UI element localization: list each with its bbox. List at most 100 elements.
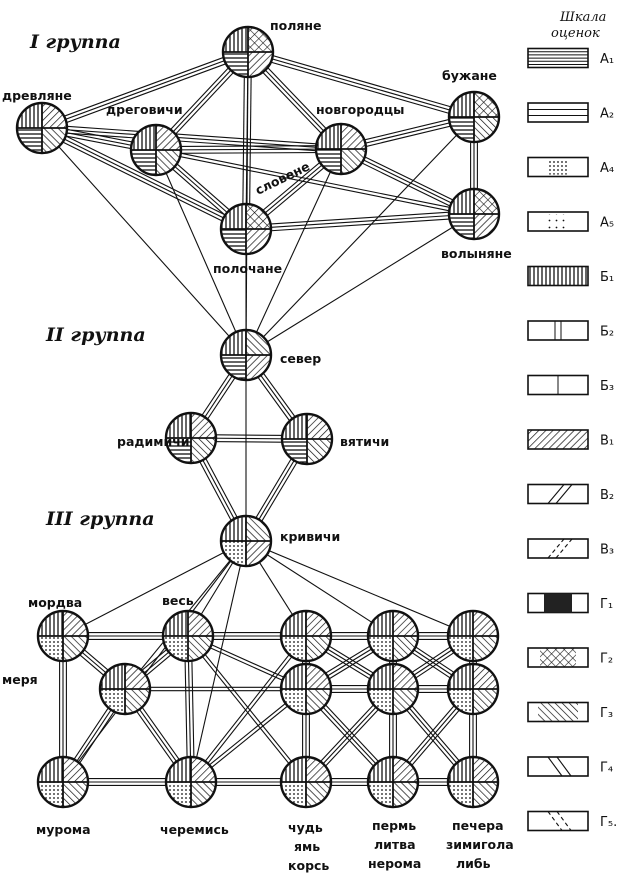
legend-code: Г₁ bbox=[600, 597, 613, 612]
link-dregovichi-sever bbox=[155, 149, 247, 356]
node-chud3 bbox=[279, 755, 333, 809]
legend-item-2: А₄ bbox=[527, 156, 614, 178]
legend-code: В₁ bbox=[600, 434, 614, 449]
link-ves-chud3 bbox=[186, 634, 308, 784]
legend-code: А₂ bbox=[600, 107, 614, 122]
legend-swatch bbox=[527, 483, 589, 505]
node-polyane bbox=[221, 25, 275, 79]
legend-code: Б₁ bbox=[600, 270, 614, 285]
link-buzhane-sever bbox=[245, 116, 475, 356]
label-mordva: мордва bbox=[28, 595, 82, 610]
link-krivichi-perm bbox=[245, 540, 394, 637]
node-chud bbox=[279, 609, 333, 663]
node-pechera bbox=[446, 609, 500, 663]
node-muroma bbox=[36, 755, 90, 809]
legend-item-7: В₁ bbox=[527, 429, 614, 450]
label-zimigola: зимигола bbox=[446, 837, 514, 852]
link-polyane-drevlyane bbox=[40, 48, 250, 132]
legend-item-9: В₃ bbox=[527, 538, 614, 559]
legend-swatch bbox=[527, 102, 589, 123]
legend-code: А₅ bbox=[600, 216, 614, 231]
legend-item-14: Г₅. bbox=[527, 810, 617, 832]
label-ves: весь bbox=[162, 593, 194, 608]
node-novgorodtsy bbox=[314, 122, 368, 176]
label-litva: литва bbox=[374, 837, 416, 852]
node-krivichi bbox=[219, 514, 273, 568]
link-novgorodtsy-sever bbox=[245, 148, 342, 356]
label-buzhane: бужане bbox=[442, 68, 497, 83]
legend-item-12: Г₃ bbox=[527, 701, 613, 723]
node-mordva bbox=[36, 609, 90, 663]
link-dregovichi-volynyane bbox=[155, 147, 475, 217]
label-drevlyane: древляне bbox=[2, 88, 72, 103]
label-muroma: мурома bbox=[36, 822, 91, 837]
node-radimichi bbox=[164, 411, 218, 465]
group-1-title: I группа bbox=[29, 31, 121, 53]
legend-title-line1: Шкала bbox=[559, 10, 606, 25]
legend-swatch bbox=[527, 320, 589, 341]
label-kors: корсь bbox=[288, 858, 329, 873]
label-neroma: нерома bbox=[368, 856, 421, 871]
node-merya bbox=[98, 662, 152, 716]
legend-code: В₂ bbox=[600, 488, 614, 503]
node-drevlyane bbox=[15, 101, 69, 155]
legend-code: В₃ bbox=[600, 543, 614, 558]
node-vyatichi bbox=[280, 412, 334, 466]
link-krivichi-cheremis bbox=[190, 540, 247, 783]
legend-item-1: А₂ bbox=[527, 102, 614, 123]
legend-code: Г₄ bbox=[600, 761, 613, 776]
legend-code: А₄ bbox=[600, 161, 614, 176]
link-drevlyane-sever bbox=[41, 127, 247, 356]
legend-code: Г₅. bbox=[600, 815, 617, 830]
legend-swatch bbox=[527, 756, 589, 777]
label-yam: ямь bbox=[294, 839, 320, 854]
label-merya: меря bbox=[2, 672, 38, 687]
label-polyane: поляне bbox=[270, 18, 322, 33]
link-krivichi-pechera bbox=[245, 540, 474, 637]
label-polochane: полочане bbox=[213, 261, 282, 276]
label-vyatichi: вятичи bbox=[340, 434, 389, 449]
legend-swatch bbox=[527, 810, 589, 832]
label-novgorodtsy: новгородцы bbox=[316, 102, 404, 117]
label-cheremis: черемись bbox=[160, 822, 229, 837]
node-dregovichi bbox=[129, 123, 183, 177]
legend-item-0: А₁ bbox=[527, 47, 614, 69]
label-volynyane: волыняне bbox=[441, 246, 512, 261]
link-merya-chud2 bbox=[125, 686, 306, 692]
node-buzhane bbox=[447, 90, 501, 144]
label-dregovichi: дреговичи bbox=[106, 102, 183, 117]
node-perm3 bbox=[366, 755, 420, 809]
link-drevlyane-novgorodtsy bbox=[41, 124, 342, 153]
node-pechera3 bbox=[446, 755, 500, 809]
legend-code: Г₃ bbox=[600, 706, 613, 721]
node-perm bbox=[366, 609, 420, 663]
legend-title-line2: оценок bbox=[551, 26, 600, 41]
node-polochane bbox=[219, 202, 273, 256]
legend-code: Г₂ bbox=[600, 652, 613, 667]
node-pechera2 bbox=[446, 662, 500, 716]
group-2-title: II группа bbox=[45, 324, 146, 346]
label-pechera: печера bbox=[452, 818, 504, 833]
link-drevlyane-polochane bbox=[40, 124, 248, 233]
label-radimichi: радимичи bbox=[117, 434, 190, 449]
label-krivichi: кривичи bbox=[280, 529, 340, 544]
node-ves bbox=[161, 609, 215, 663]
node-cheremis bbox=[164, 755, 218, 809]
legend-code: А₁ bbox=[600, 52, 614, 67]
node-volynyane bbox=[447, 187, 501, 241]
legend-item-3: А₅ bbox=[527, 211, 614, 232]
group-3-title: III группа bbox=[45, 508, 155, 530]
rating-scale-legend: Шкала оценок А₁ А₂ А₄ А₅ Б₁ Б₂ Б₃ В₁ В₂ В₃ Г₁ Г₂ Г₃ Г… bbox=[527, 10, 617, 832]
legend-items: А₁ А₂ А₄ А₅ Б₁ Б₂ Б₃ В₁ В₂ В₃ Г₁ Г₂ Г₃ Г₄ Г₅. bbox=[527, 47, 617, 832]
link-polyane-buzhane bbox=[246, 48, 476, 121]
legend-item-6: Б₃ bbox=[527, 374, 614, 396]
node-perm2 bbox=[366, 662, 420, 716]
legend-code: Б₂ bbox=[600, 325, 614, 340]
link-krivichi-mordva bbox=[62, 540, 247, 637]
legend-item-4: Б₁ bbox=[527, 265, 614, 287]
node-layer bbox=[15, 25, 501, 809]
link-volynyane-sever bbox=[245, 213, 475, 356]
legend-item-5: Б₂ bbox=[527, 320, 614, 341]
link-dregovichi-novgorodtsy bbox=[155, 145, 342, 154]
